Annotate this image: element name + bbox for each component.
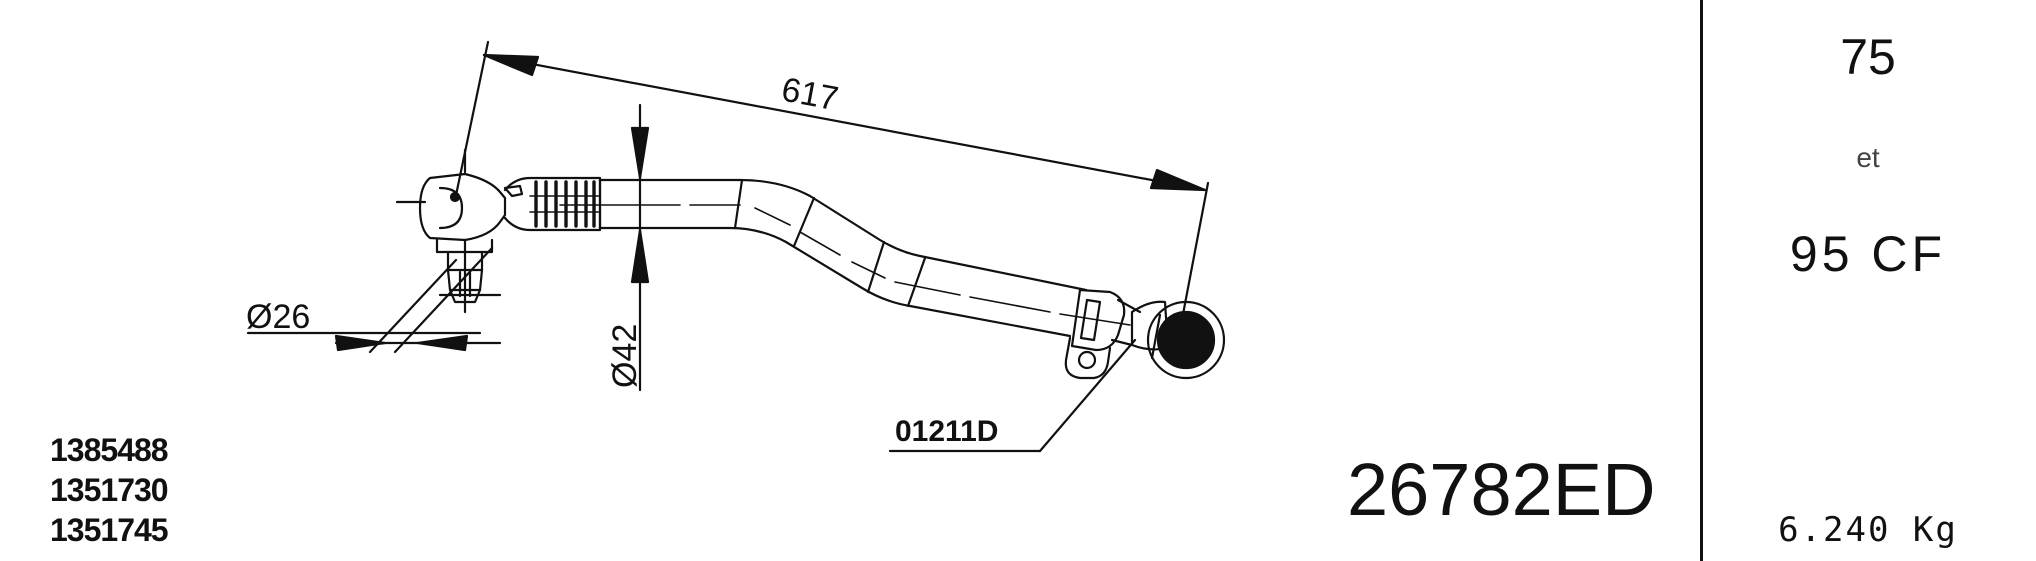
- tube: [559, 178, 1131, 338]
- clamp-callout-label: 01211D: [895, 415, 998, 448]
- threads-band: [529, 195, 601, 213]
- clamp-callout-leader: [888, 338, 1137, 453]
- ball-pin-diameter-label: Ø26: [246, 298, 310, 336]
- applicability-panel: 75 et 95 CF 6.240 Kg: [1700, 0, 2036, 561]
- model-a: 75: [1840, 29, 1896, 85]
- ball-pin-diameter-dimension: [246, 246, 502, 354]
- tube-clamp: [1064, 288, 1142, 380]
- part-number: 26782ED: [1347, 448, 1656, 531]
- right-ball-joint: [1130, 300, 1226, 380]
- reference-number: 1351745: [50, 512, 169, 548]
- divider-line: [1700, 0, 1703, 561]
- model-b: 95 CF: [1789, 226, 1947, 282]
- tube-diameter-dimension: [630, 103, 650, 392]
- threaded-adjuster: [503, 176, 602, 232]
- model-conjunction: et: [1856, 142, 1880, 173]
- left-ball-joint: [395, 148, 524, 314]
- reference-number: 1351730: [50, 472, 169, 508]
- reference-number-list: 1385488 1351730 1351745: [50, 430, 169, 550]
- weight-label: 6.240 Kg: [1778, 510, 1958, 550]
- length-dimension: [453, 40, 1210, 332]
- reference-number: 1385488: [50, 432, 169, 468]
- tube-diameter-label: Ø42: [606, 324, 644, 388]
- threads: [534, 180, 596, 228]
